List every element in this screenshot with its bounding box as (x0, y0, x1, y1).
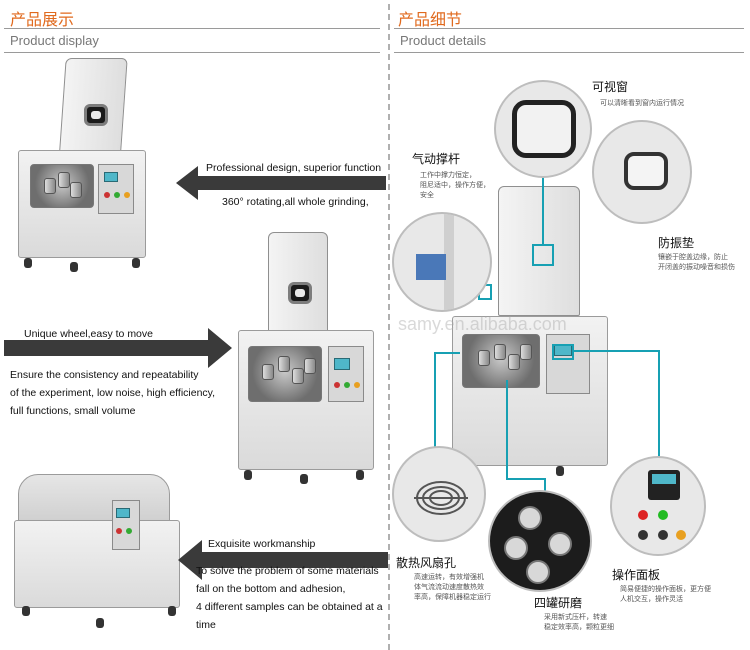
left-header-rule (4, 28, 380, 29)
detail-viewing-window (494, 80, 592, 178)
product-details-title-cn: 产品细节 (398, 10, 463, 29)
operation-panel-title: 操作面板 (612, 568, 661, 582)
fan-vent-icon (414, 481, 468, 515)
shock-pad-title: 防振垫 (658, 236, 695, 250)
window-callout-box (532, 244, 554, 266)
right-header-rule (394, 28, 744, 29)
product-details-title-en: Product details (400, 33, 486, 48)
machine-body (14, 520, 180, 608)
arrow-left-icon-2 (178, 540, 388, 580)
grinding-cavity (248, 346, 322, 402)
machine-lid (498, 186, 580, 316)
feature-consistency: Ensure the consistency and repeatability… (10, 369, 216, 417)
feature-professional-design: Professional design, superior function (204, 162, 384, 174)
panel-callout-box (552, 344, 574, 360)
feature-unique-wheel: Unique wheel,easy to move (24, 328, 153, 340)
fan-vent-title: 散热风扇孔 (396, 556, 457, 570)
grinding-cavity (462, 334, 540, 388)
fan-vent-desc: 高速运转，有效增强机 体气流流动速度散热效 率高，保障机器稳定运行 (414, 573, 491, 601)
jar-callout-line-h (506, 478, 546, 480)
detail-gas-strut (392, 212, 492, 312)
detail-four-jars (488, 490, 592, 592)
detail-shock-pad (592, 120, 692, 224)
viewing-window-desc: 可以清晰看到窗内运行情况 (600, 99, 684, 107)
detail-operation-panel (610, 456, 706, 556)
fan-callout-line-h (434, 352, 460, 354)
jar-callout-line-v (544, 478, 546, 494)
panel-callout-line-v (658, 350, 660, 458)
shock-pad-desc: 镶嵌于腔盖边缘，防止 开闭盖的振动噪音和损伤 (658, 253, 735, 271)
feature-360-rotating: 360° rotating,all whole grinding, (222, 196, 369, 208)
watermark-text: samy.en.alibaba.com (398, 314, 567, 334)
arrow-right-icon (4, 328, 232, 368)
feature-exquisite-workmanship: Exquisite workmanship (206, 538, 318, 550)
arrow-left-icon-1 (176, 166, 386, 200)
panel-callout-line-h (574, 350, 660, 352)
control-panel (546, 334, 590, 394)
control-display (334, 358, 350, 370)
detail-fan-vent (392, 446, 486, 542)
lid-window (288, 282, 312, 304)
four-jars-title: 四罐研磨 (534, 596, 583, 610)
operation-panel-desc: 简易便捷的操作面板，更方便 人机交互，操作灵活 (620, 585, 711, 603)
viewing-window-title: 可视窗 (592, 80, 629, 94)
control-panel (328, 346, 364, 402)
control-display (104, 172, 118, 182)
section-divider (388, 4, 390, 650)
left-header-rule-bottom (4, 52, 380, 53)
gas-strut-title: 气动撑杆 (412, 152, 461, 166)
machine-closed-lid (18, 474, 170, 524)
feature-adhesion-problem: To solve the problem of some materials f… (196, 565, 383, 631)
jar-callout-line (506, 380, 508, 480)
four-jars-desc: 采用新式压杆，转速 稳定效率高，颗粒更细 (544, 613, 614, 631)
product-display-title-en: Product display (10, 33, 99, 48)
right-header-rule-bottom (394, 52, 744, 53)
fan-callout-line-v (434, 352, 436, 448)
product-display-title-cn: 产品展示 (10, 10, 75, 29)
gas-strut-desc: 工作中撑力恒定， 阻尼适中，操作方便， 安全 (420, 171, 490, 199)
lid-window (84, 104, 108, 126)
control-display (116, 508, 130, 518)
window-callout-line (542, 150, 544, 244)
